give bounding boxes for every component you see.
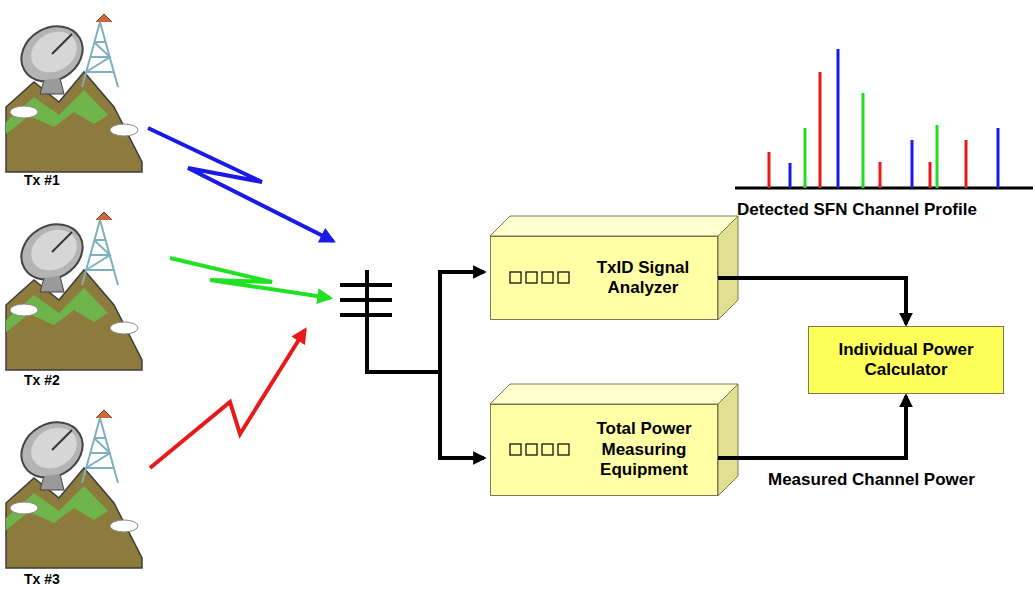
connector-arrow xyxy=(718,278,906,324)
box-label: Individual Power Calculator xyxy=(821,340,991,381)
transmitter-label: Tx #2 xyxy=(24,372,60,388)
chart-caption: Detected SFN Channel Profile xyxy=(737,200,977,220)
box-label: TxID Signal Analyzer xyxy=(583,258,703,299)
panel-indicators xyxy=(509,443,579,457)
connector-arrow xyxy=(718,396,906,458)
transmitter-label: Tx #3 xyxy=(24,571,60,587)
equipment-box: TxID Signal Analyzer xyxy=(490,236,718,320)
panel-indicators xyxy=(509,271,579,285)
equipment-box: Total Power Measuring Equipment xyxy=(490,404,718,496)
box-label: Total Power Measuring Equipment xyxy=(585,419,703,480)
calculator-box: Individual Power Calculator xyxy=(808,326,1004,394)
transmitter-label: Tx #1 xyxy=(24,172,60,188)
edge-label: Measured Channel Power xyxy=(768,470,975,490)
